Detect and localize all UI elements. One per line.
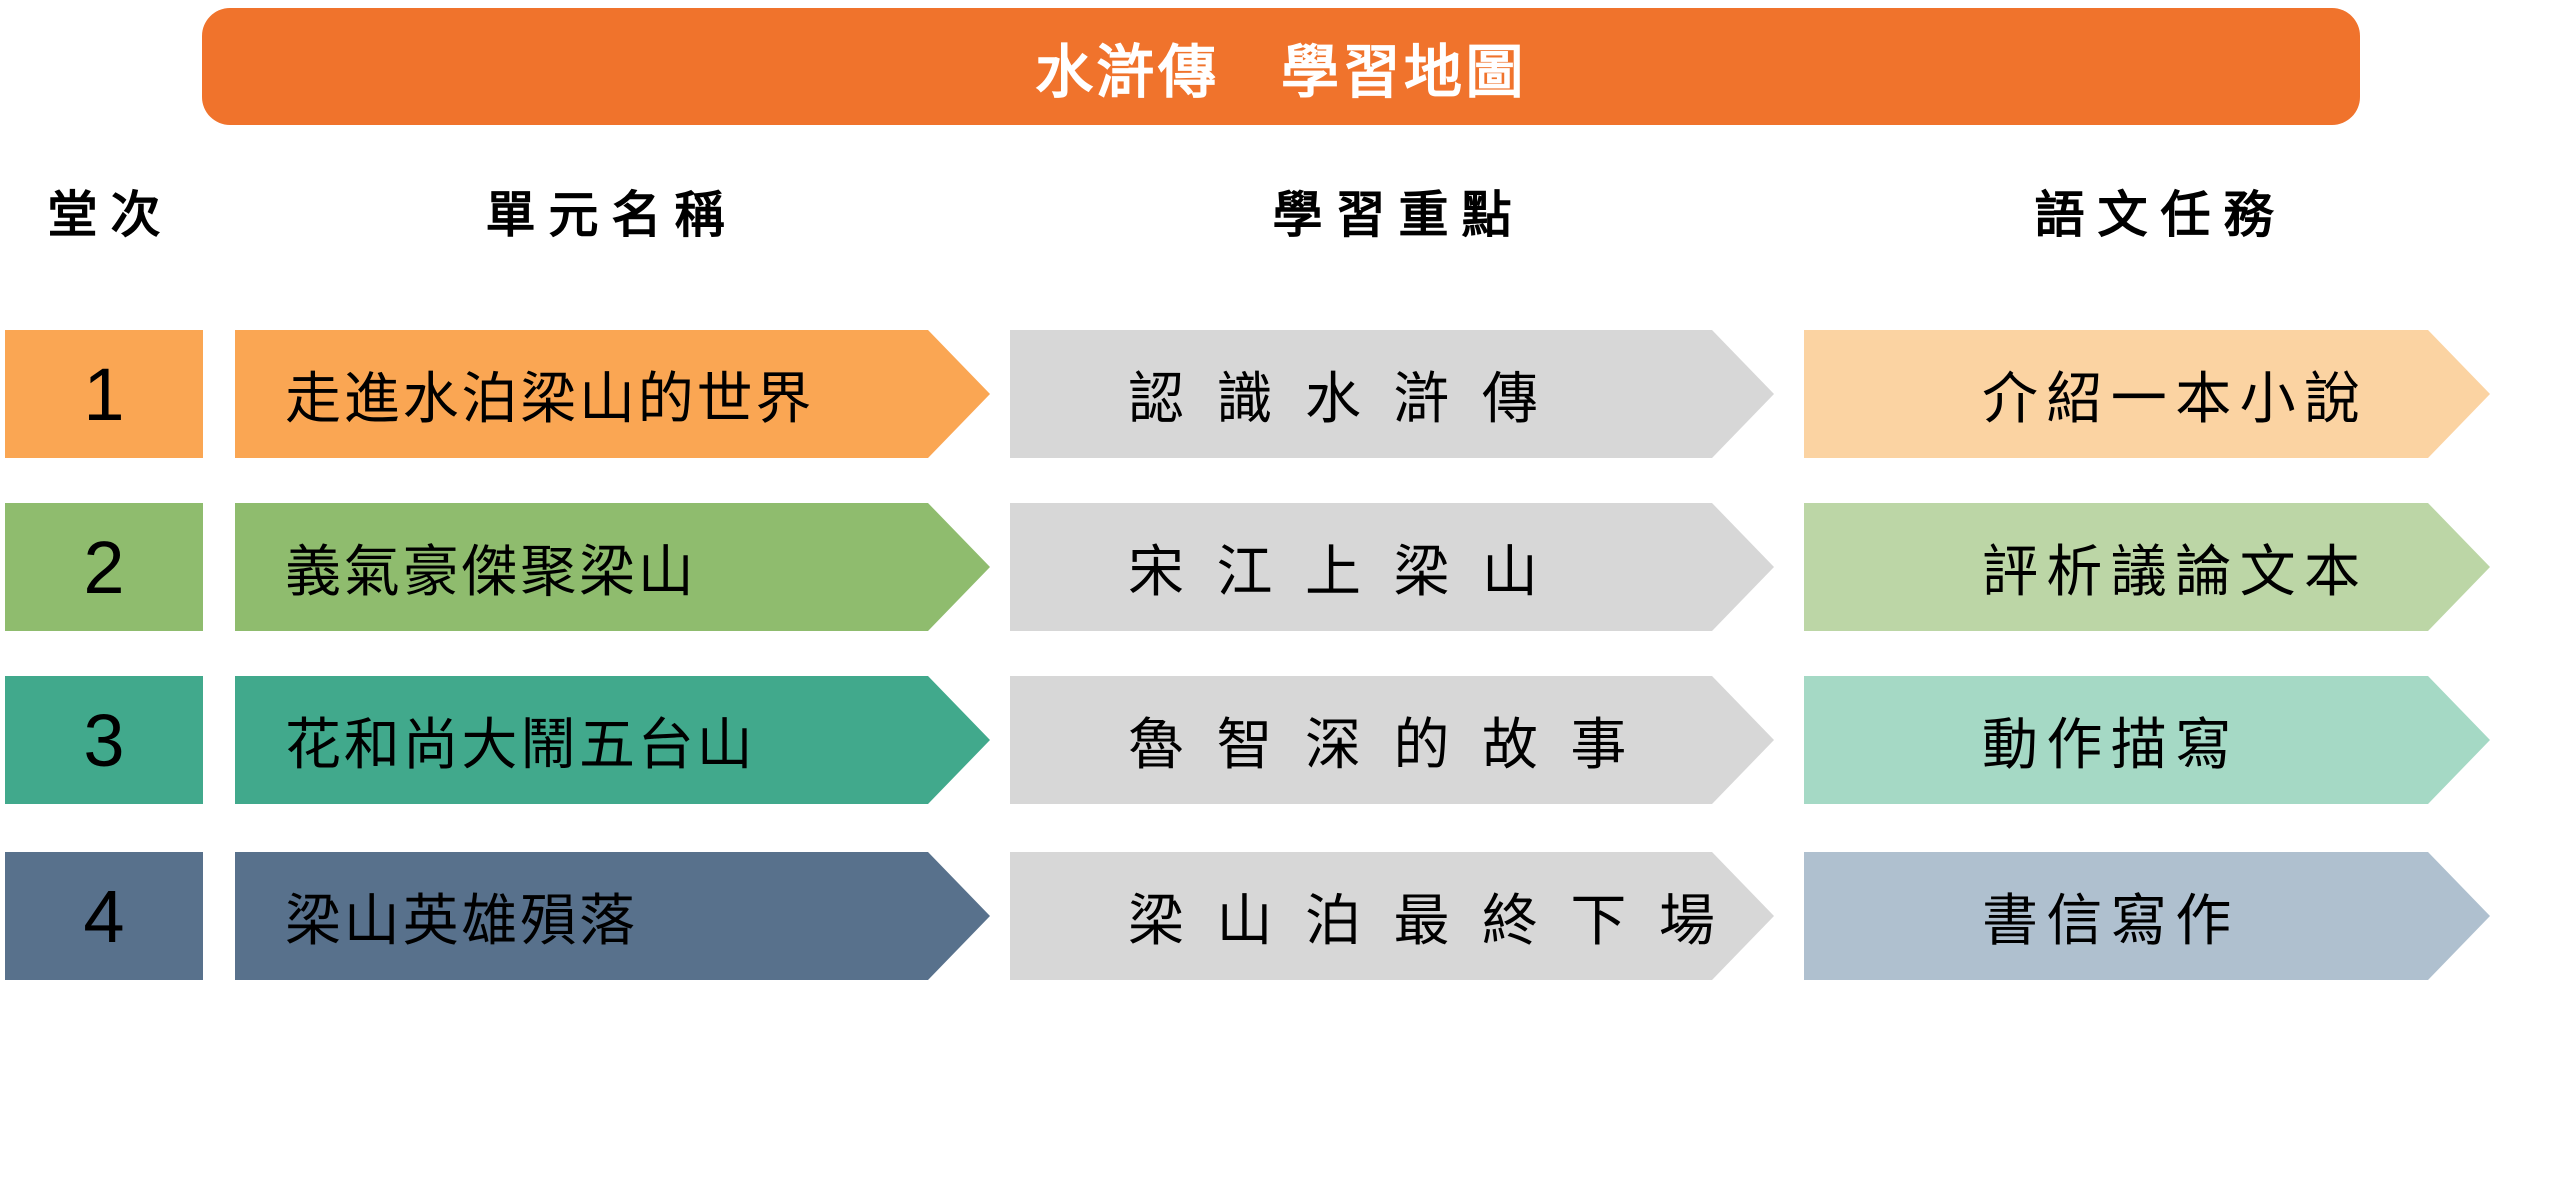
learning-focus-arrow: 認識水滸傳: [1010, 330, 1774, 458]
page-title: 水滸傳 學習地圖: [1035, 39, 1527, 105]
learning-focus-label: 梁山泊最終下場: [1128, 888, 1748, 952]
learning-focus-arrow: 魯智深的故事: [1010, 676, 1774, 804]
language-task-arrow: 評析議論文本: [1804, 503, 2490, 631]
unit-name-label: 花和尚大鬧五台山: [285, 712, 756, 776]
unit-name-arrow: 梁山英雄殞落: [235, 852, 990, 980]
title-banner: 水滸傳 學習地圖: [202, 8, 2360, 125]
unit-name-arrow: 義氣豪傑聚梁山: [235, 503, 990, 631]
learning-focus-label: 宋江上梁山: [1128, 539, 1571, 603]
unit-name-label: 梁山英雄殞落: [285, 888, 638, 952]
session-number-box: 4: [5, 852, 203, 980]
learning-focus-label: 認識水滸傳: [1128, 366, 1571, 430]
lesson-row-4: 4 梁山英雄殞落 梁山泊最終下場 書信寫作: [0, 852, 2560, 980]
learning-focus-arrow: 宋江上梁山: [1010, 503, 1774, 631]
language-task-label: 動作描寫: [1982, 712, 2240, 776]
unit-name-arrow: 走進水泊梁山的世界: [235, 330, 990, 458]
learning-focus-arrow: 梁山泊最終下場: [1010, 852, 1774, 980]
unit-name-label: 義氣豪傑聚梁山: [285, 539, 697, 603]
language-task-arrow: 動作描寫: [1804, 676, 2490, 804]
column-header-task: 語文任務: [2034, 187, 2287, 243]
column-header-session: 堂次: [47, 187, 174, 243]
lesson-row-1: 1 走進水泊梁山的世界 認識水滸傳 介紹一本小說: [0, 330, 2560, 458]
column-header-focus: 學習重點: [1272, 187, 1525, 243]
session-number-box: 2: [5, 503, 203, 631]
column-header-unit: 單元名稱: [485, 187, 738, 243]
session-number-box: 3: [5, 676, 203, 804]
lesson-row-2: 2 義氣豪傑聚梁山 宋江上梁山 評析議論文本: [0, 503, 2560, 631]
unit-name-label: 走進水泊梁山的世界: [285, 366, 815, 430]
language-task-label: 書信寫作: [1982, 888, 2240, 952]
unit-name-arrow: 花和尚大鬧五台山: [235, 676, 990, 804]
session-number-box: 1: [5, 330, 203, 458]
language-task-arrow: 介紹一本小說: [1804, 330, 2490, 458]
language-task-label: 介紹一本小說: [1982, 366, 2369, 430]
learning-focus-label: 魯智深的故事: [1128, 712, 1659, 776]
language-task-label: 評析議論文本: [1982, 539, 2369, 603]
lesson-row-3: 3 花和尚大鬧五台山 魯智深的故事 動作描寫: [0, 676, 2560, 804]
language-task-arrow: 書信寫作: [1804, 852, 2490, 980]
